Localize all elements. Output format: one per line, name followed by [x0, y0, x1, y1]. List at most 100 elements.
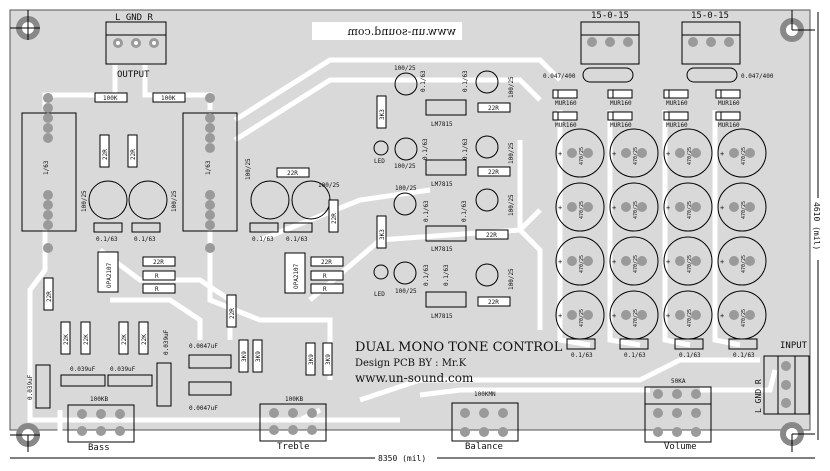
filter-caps: +470/25+470/25+470/25+470/25+470/25+470/…: [555, 128, 767, 340]
svg-text:R: R: [323, 273, 327, 280]
resistor-22r: 22R 22R: [99, 134, 138, 168]
feedback-resistors: 22R R R 22R R R 22R 22R 22R 22R: [43, 167, 344, 328]
width-dimension: 8350 (mil): [10, 452, 815, 464]
filter-cap-470: +470/25: [663, 236, 713, 286]
svg-text:LM7815: LM7815: [431, 121, 453, 128]
svg-text:3K3: 3K3: [379, 109, 386, 120]
svg-text:R: R: [323, 286, 327, 293]
svg-text:100/25: 100/25: [508, 194, 515, 216]
svg-text:MUR160: MUR160: [718, 122, 740, 129]
svg-text:INPUT: INPUT: [780, 341, 808, 351]
treble-pot[interactable]: 100KB Treble: [259, 396, 327, 452]
svg-text:22R: 22R: [488, 169, 499, 176]
svg-text:LED: LED: [374, 291, 385, 298]
svg-text:470/25: 470/25: [579, 309, 585, 327]
svg-text:100/25: 100/25: [395, 288, 417, 295]
svg-text:+: +: [558, 150, 562, 158]
mount-hole-icon: [10, 10, 40, 40]
svg-text:470/25: 470/25: [633, 147, 639, 165]
svg-text:22R: 22R: [488, 299, 499, 306]
diode-mur160: MUR160: [552, 89, 578, 107]
cap-label: 100/25: [171, 190, 178, 212]
svg-text:+: +: [666, 258, 670, 266]
bass-label: Bass: [88, 443, 110, 453]
svg-text:50KA: 50KA: [671, 378, 686, 385]
svg-text:LM7815: LM7815: [431, 181, 453, 188]
svg-text:22R: 22R: [331, 213, 338, 224]
svg-text:+: +: [612, 258, 616, 266]
svg-text:470/25: 470/25: [741, 201, 747, 219]
svg-text:0.1/63: 0.1/63: [422, 138, 429, 160]
filter-cap-470: +470/25: [717, 182, 767, 232]
svg-text:22K: 22K: [63, 334, 70, 345]
svg-text:0.1/63: 0.1/63: [571, 352, 593, 359]
svg-text:+: +: [666, 204, 670, 212]
svg-text:MUR160: MUR160: [666, 100, 688, 107]
svg-text:+: +: [666, 150, 670, 158]
svg-text:15-0-15: 15-0-15: [591, 11, 629, 21]
svg-text:470/25: 470/25: [687, 255, 693, 273]
svg-text:0.0047uF: 0.0047uF: [189, 405, 218, 412]
cap-label: 100/25: [81, 190, 88, 212]
svg-text:+: +: [558, 258, 562, 266]
svg-text:0.1/63: 0.1/63: [134, 236, 156, 243]
filter-cap-470: +470/25: [609, 128, 659, 178]
svg-text:100/25: 100/25: [394, 163, 416, 170]
svg-text:1/63: 1/63: [43, 160, 50, 175]
filter-cap-470: +470/25: [609, 182, 659, 232]
svg-text:22R: 22R: [488, 105, 499, 112]
svg-text:22R: 22R: [486, 232, 497, 239]
svg-text:3K3: 3K3: [379, 229, 386, 240]
cap-label: 100/25: [245, 158, 252, 180]
svg-text:470/25: 470/25: [741, 309, 747, 327]
svg-text:MUR160: MUR160: [610, 100, 632, 107]
opamp: OPA2107 OPA2107: [97, 251, 306, 294]
bass-caps: 0.039uF 0.039uF 0.039uF 0.039uF: [27, 329, 172, 409]
treble-caps: 0.0047uF 0.0047uF: [188, 343, 232, 412]
svg-text:0.1/63: 0.1/63: [420, 70, 427, 92]
diode-mur160: MUR160: [715, 111, 741, 129]
svg-text:470/25: 470/25: [741, 147, 747, 165]
svg-text:0.047/400: 0.047/400: [741, 73, 774, 80]
svg-text:0.1/63: 0.1/63: [443, 264, 450, 286]
power-connector-left: 15-0-15: [580, 11, 640, 65]
svg-text:3K9: 3K9: [325, 354, 332, 365]
output-pin-labels: L GND R: [115, 13, 154, 23]
mount-hole-icon: [10, 423, 40, 452]
film-cap-pads: [43, 93, 215, 253]
svg-text:0.1/63: 0.1/63: [462, 70, 469, 92]
svg-text:MUR160: MUR160: [555, 122, 577, 129]
svg-text:22R: 22R: [46, 291, 53, 302]
bass-pot[interactable]: 100KB Bass: [67, 396, 135, 453]
svg-text:100/25: 100/25: [508, 268, 515, 290]
filter-cap-470: +470/25: [663, 128, 713, 178]
svg-text:+: +: [612, 204, 616, 212]
svg-text:+: +: [720, 150, 724, 158]
svg-text:22R: 22R: [102, 149, 109, 160]
volume-pot[interactable]: 50KA Volume: [644, 378, 712, 452]
svg-text:LM7815: LM7815: [431, 246, 453, 253]
balance-pot[interactable]: 100KMN Balance: [451, 391, 519, 452]
svg-text:3K9: 3K9: [255, 351, 262, 362]
filter-cap-470: +470/25: [555, 182, 605, 232]
filter-cap-470: +470/25: [717, 236, 767, 286]
svg-text:470/25: 470/25: [579, 255, 585, 273]
svg-text:470/25: 470/25: [579, 147, 585, 165]
svg-text:22R: 22R: [321, 259, 332, 266]
svg-text:+: +: [612, 150, 616, 158]
svg-text:0.039uF: 0.039uF: [163, 329, 170, 355]
svg-text:15-0-15: 15-0-15: [691, 11, 729, 21]
svg-text:0.039uF: 0.039uF: [70, 366, 96, 373]
mount-hole-icon: [780, 10, 815, 42]
svg-text:22R: 22R: [229, 308, 236, 319]
filter-cap-470: +470/25: [555, 128, 605, 178]
svg-text:L GND R: L GND R: [754, 379, 763, 413]
svg-text:MUR160: MUR160: [666, 122, 688, 129]
svg-text:22K: 22K: [83, 334, 90, 345]
svg-text:+: +: [720, 204, 724, 212]
input-connector: INPUT L GND R: [754, 341, 810, 415]
svg-text:8350 (mil): 8350 (mil): [378, 454, 426, 463]
svg-text:R: R: [155, 273, 159, 280]
